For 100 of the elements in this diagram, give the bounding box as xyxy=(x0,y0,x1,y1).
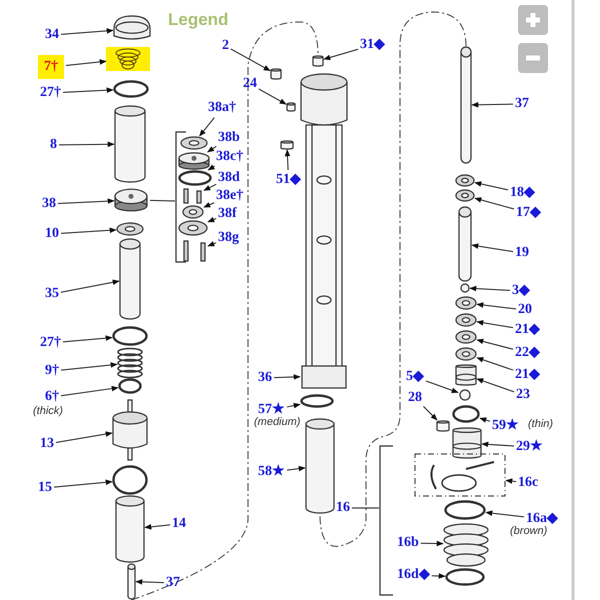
leader-line xyxy=(474,197,515,210)
piston-drawing xyxy=(112,400,148,460)
leader-line xyxy=(323,48,359,60)
washer-drawing xyxy=(455,330,477,344)
callout-number: 18◆ xyxy=(510,185,535,201)
callout-number: 37 xyxy=(166,575,180,591)
leader-line xyxy=(476,338,514,350)
o-ring-drawing xyxy=(112,326,148,346)
rod-drawing xyxy=(119,238,141,320)
leader-line xyxy=(230,48,271,72)
callout-number: 38f xyxy=(218,206,237,222)
note-text: (brown) xyxy=(510,525,548,538)
ball-drawing xyxy=(460,283,470,293)
leader-line xyxy=(474,181,509,190)
connector-line xyxy=(150,200,176,202)
callout-number: 27† xyxy=(40,335,61,351)
callout-number: 38e† xyxy=(216,188,244,204)
leader-line xyxy=(58,142,115,148)
leader-line xyxy=(55,431,113,443)
washer-drawing xyxy=(182,205,204,219)
rod-drawing xyxy=(280,140,294,150)
fitting-drawing xyxy=(452,427,482,459)
leader-line xyxy=(203,184,217,191)
legend-heading: Legend xyxy=(168,10,228,30)
washer-drawing xyxy=(455,296,477,310)
leader-line xyxy=(476,302,517,310)
leader-line xyxy=(425,380,459,393)
callout-number: 51◆ xyxy=(276,172,301,188)
leader-line xyxy=(420,540,444,546)
washer-drawing xyxy=(455,347,477,361)
note-text: (thick) xyxy=(33,405,63,418)
callout-number: 5◆ xyxy=(406,369,424,385)
washer-drawing xyxy=(455,313,477,327)
washer-drawing xyxy=(116,222,144,236)
callout-number: 14 xyxy=(172,516,186,532)
pin-drawing xyxy=(182,240,208,262)
callout-number: 57★ xyxy=(258,402,285,417)
leader-line xyxy=(58,198,115,204)
leader-line xyxy=(476,378,515,392)
cylinder-drawing xyxy=(115,495,145,563)
callout-number: 16 xyxy=(336,500,350,516)
leader-line xyxy=(60,28,114,35)
leader-line xyxy=(60,228,117,234)
o-ring-drawing xyxy=(113,80,149,98)
leader-line xyxy=(207,146,217,152)
leader-line xyxy=(422,406,438,420)
leader-line xyxy=(286,466,306,472)
leader-line xyxy=(66,59,107,66)
leader-line xyxy=(207,241,217,246)
valve-drawing xyxy=(114,188,148,212)
o-ring-drawing xyxy=(452,405,480,423)
leader-line xyxy=(199,117,215,137)
callout-number: 16c xyxy=(518,475,538,491)
callout-number: 20 xyxy=(518,302,532,318)
leader-line xyxy=(471,243,514,252)
leader-line xyxy=(60,386,119,396)
rod-drawing xyxy=(458,206,472,282)
callout-number: 27† xyxy=(40,85,61,101)
leader-line xyxy=(62,335,113,342)
washer-drawing xyxy=(455,174,475,187)
callout-number: 36 xyxy=(258,370,272,386)
callout-number: 22◆ xyxy=(515,345,540,361)
leader-line xyxy=(284,149,290,170)
seal-drawing xyxy=(106,47,150,71)
o-ring-drawing xyxy=(300,394,334,408)
leader-line xyxy=(144,524,170,530)
rod-drawing xyxy=(127,563,136,600)
callout-number: 28 xyxy=(408,390,422,406)
note-text: (medium) xyxy=(254,416,300,429)
tube-drawing xyxy=(305,418,335,514)
callout-number: 29★ xyxy=(516,439,543,455)
assembly-line xyxy=(320,12,466,547)
pin-drawing xyxy=(182,188,204,204)
clamp-kit-drawing xyxy=(414,453,506,497)
callout-number: 24 xyxy=(243,76,257,92)
leader-line xyxy=(62,87,114,93)
callout-number: 7† xyxy=(38,55,64,79)
callout-number: 9† xyxy=(45,363,59,379)
rod-drawing xyxy=(270,68,282,80)
callout-number: 38a† xyxy=(208,100,236,116)
callout-number: 38d xyxy=(218,170,240,186)
leader-line xyxy=(203,202,215,208)
rod-drawing xyxy=(312,55,324,67)
leader-line xyxy=(476,320,514,328)
callout-number: 16d◆ xyxy=(397,567,430,583)
spring-drawing xyxy=(117,348,143,378)
note-text: (thin) xyxy=(528,418,554,431)
callout-number: 16a◆ xyxy=(526,511,558,526)
leader-line xyxy=(286,402,301,408)
callout-number: 17◆ xyxy=(516,205,541,221)
leader-line xyxy=(476,357,514,371)
callout-number: 8 xyxy=(50,137,57,153)
leader-line xyxy=(505,478,517,484)
leader-line xyxy=(485,510,525,518)
leader-line xyxy=(469,286,510,292)
callout-number: 59★ xyxy=(492,418,519,434)
leader-line xyxy=(208,164,216,170)
leader-line xyxy=(258,88,287,105)
callout-number: 21◆ xyxy=(515,322,540,338)
washer-drawing xyxy=(178,220,208,236)
